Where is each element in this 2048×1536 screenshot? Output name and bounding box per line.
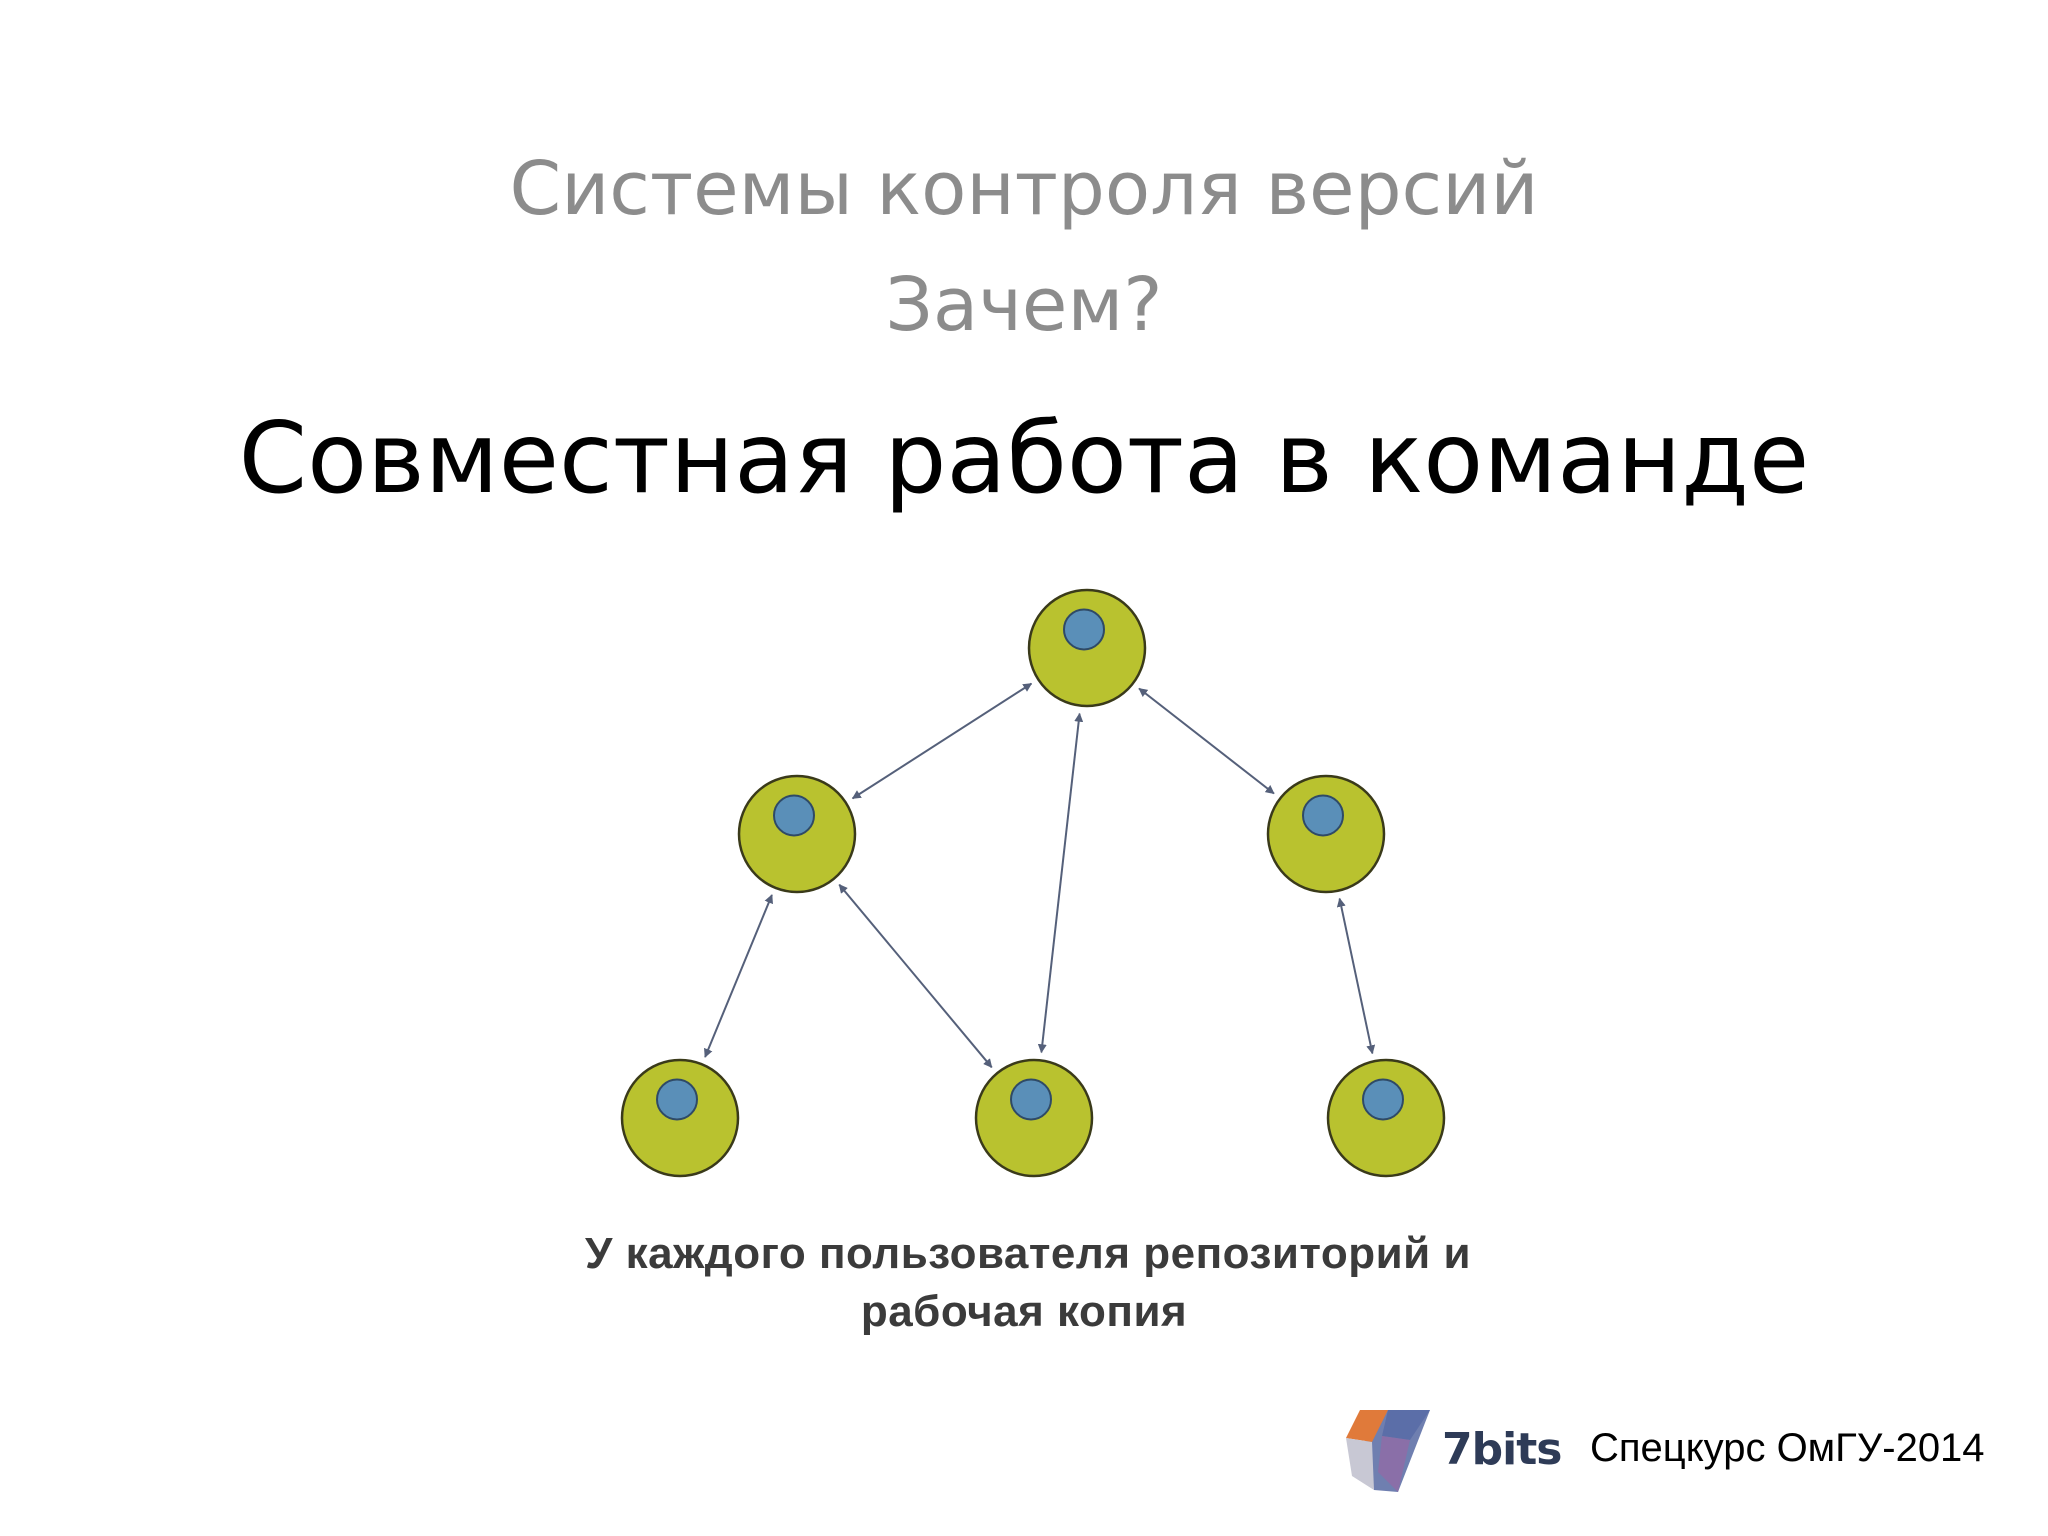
node-bottom-right [1326, 1058, 1446, 1178]
edge-top-mid-right [1138, 687, 1275, 795]
node-mid-left [737, 774, 857, 894]
diagram-caption-continued: рабочая копия [860, 1287, 1188, 1336]
diagram-caption: У каждого пользователя репозиторий и [585, 1229, 1471, 1278]
slide-title: Системы контроля версий [509, 146, 1539, 232]
node-bottom-left [620, 1058, 740, 1178]
edge-top-bottom-center [1037, 712, 1084, 1054]
node-bottom-center [974, 1058, 1094, 1178]
node-top-working-copy [1063, 608, 1105, 651]
node-mid-right-working-copy [1302, 794, 1344, 837]
node-top [1027, 588, 1147, 708]
brand-name: 7bits [1442, 1424, 1562, 1475]
node-bottom-right-working-copy [1362, 1078, 1404, 1121]
node-mid-left-working-copy [773, 794, 815, 837]
course-label: Спецкурс ОмГУ-2014 [1590, 1426, 1985, 1470]
slide-subtitle: Зачем? [885, 262, 1163, 348]
node-bottom-left-working-copy [656, 1078, 698, 1121]
edge-mid-left-bottom-left [704, 894, 773, 1058]
node-mid-right [1266, 774, 1386, 894]
edge-top-mid-left [851, 682, 1033, 800]
slide-heading: Совместная работа в команде [238, 402, 1810, 516]
edge-mid-left-bottom-center [838, 884, 993, 1068]
7bits-logo-icon [1346, 1410, 1430, 1492]
node-bottom-center-working-copy [1010, 1078, 1052, 1121]
edge-mid-right-bottom-right [1336, 897, 1376, 1055]
